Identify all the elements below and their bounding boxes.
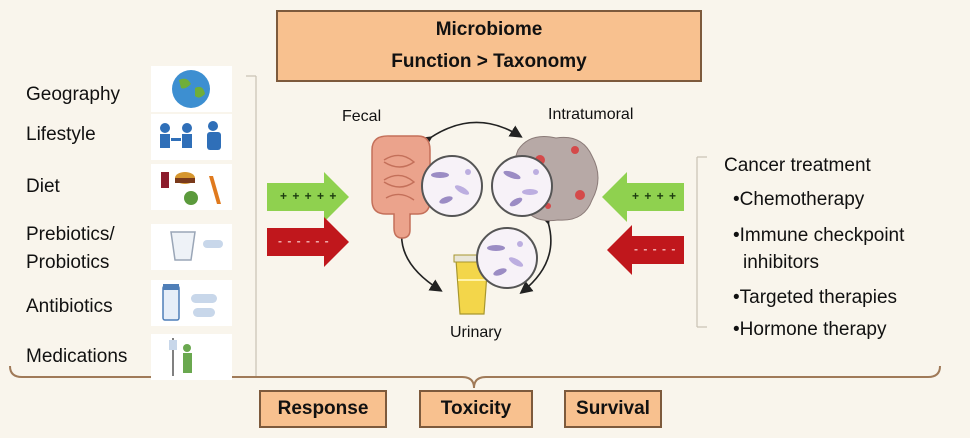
treatment-item-targeted: •Targeted therapies [733,287,898,308]
factor-prebiotics: Prebiotics/ [26,224,115,245]
treatment-item-label: Chemotherapy [739,189,865,210]
left-positive-label: + + + + + [280,189,338,203]
microbe-circle-urinary [476,227,538,289]
intratumoral-label: Intratumoral [548,106,634,123]
right-negative-label: - - - - - [634,242,677,256]
factor-probiotics: Probiotics [26,252,110,273]
treatment-item-label: Immune checkpoint [739,225,905,246]
fecal-label: Fecal [342,108,382,125]
intestine-icon [371,135,431,239]
factor-diet: Diet [26,176,60,197]
treatment-item-label: Targeted therapies [739,287,898,308]
right-positive-label: + + + + [632,189,678,203]
treatment-item-checkpoint: •Immune checkpoint [733,225,905,246]
title-line-1: Microbiome [435,19,543,40]
factor-antibiotics: Antibiotics [26,296,113,317]
cycle-arrow-right [519,210,552,294]
globe-icon [151,66,232,112]
outcome-response: Response [259,390,387,428]
urine-cup-icon [453,254,491,315]
left-negative-arrow [267,217,349,267]
right-negative-arrow [607,225,684,275]
treatment-item-chemotherapy: •Chemotherapy [733,189,865,210]
people-dining-icon [151,114,232,160]
left-negative-label: - - - - - - [278,234,330,248]
cycle-arrow-top [418,121,523,149]
microbe-circle-fecal [421,155,483,217]
right-positive-arrow [602,172,684,222]
factor-medications: Medications [26,346,128,367]
bottom-brace [9,365,941,389]
left-positive-arrow [267,172,349,222]
microbe-circle-intratumoral [491,155,553,217]
antibiotic-bottle-icon [151,280,232,326]
outcome-survival: Survival [564,390,662,428]
treatment-item-label: Hormone therapy [739,319,887,340]
treatment-item-hormone: •Hormone therapy [733,319,887,340]
title-box: Microbiome Function > Taxonomy [276,10,702,82]
title-line-2: Function > Taxonomy [391,51,587,72]
factor-geography: Geography [26,84,121,105]
yogurt-pill-icon [151,224,232,270]
iv-drip-patient-icon [151,334,232,380]
treatment-item-checkpoint-line2: inhibitors [743,252,820,273]
outcome-toxicity: Toxicity [419,390,533,428]
food-icon [151,164,232,210]
treatment-heading: Cancer treatment [724,155,871,176]
urinary-label: Urinary [450,324,502,341]
factor-lifestyle: Lifestyle [26,124,96,145]
